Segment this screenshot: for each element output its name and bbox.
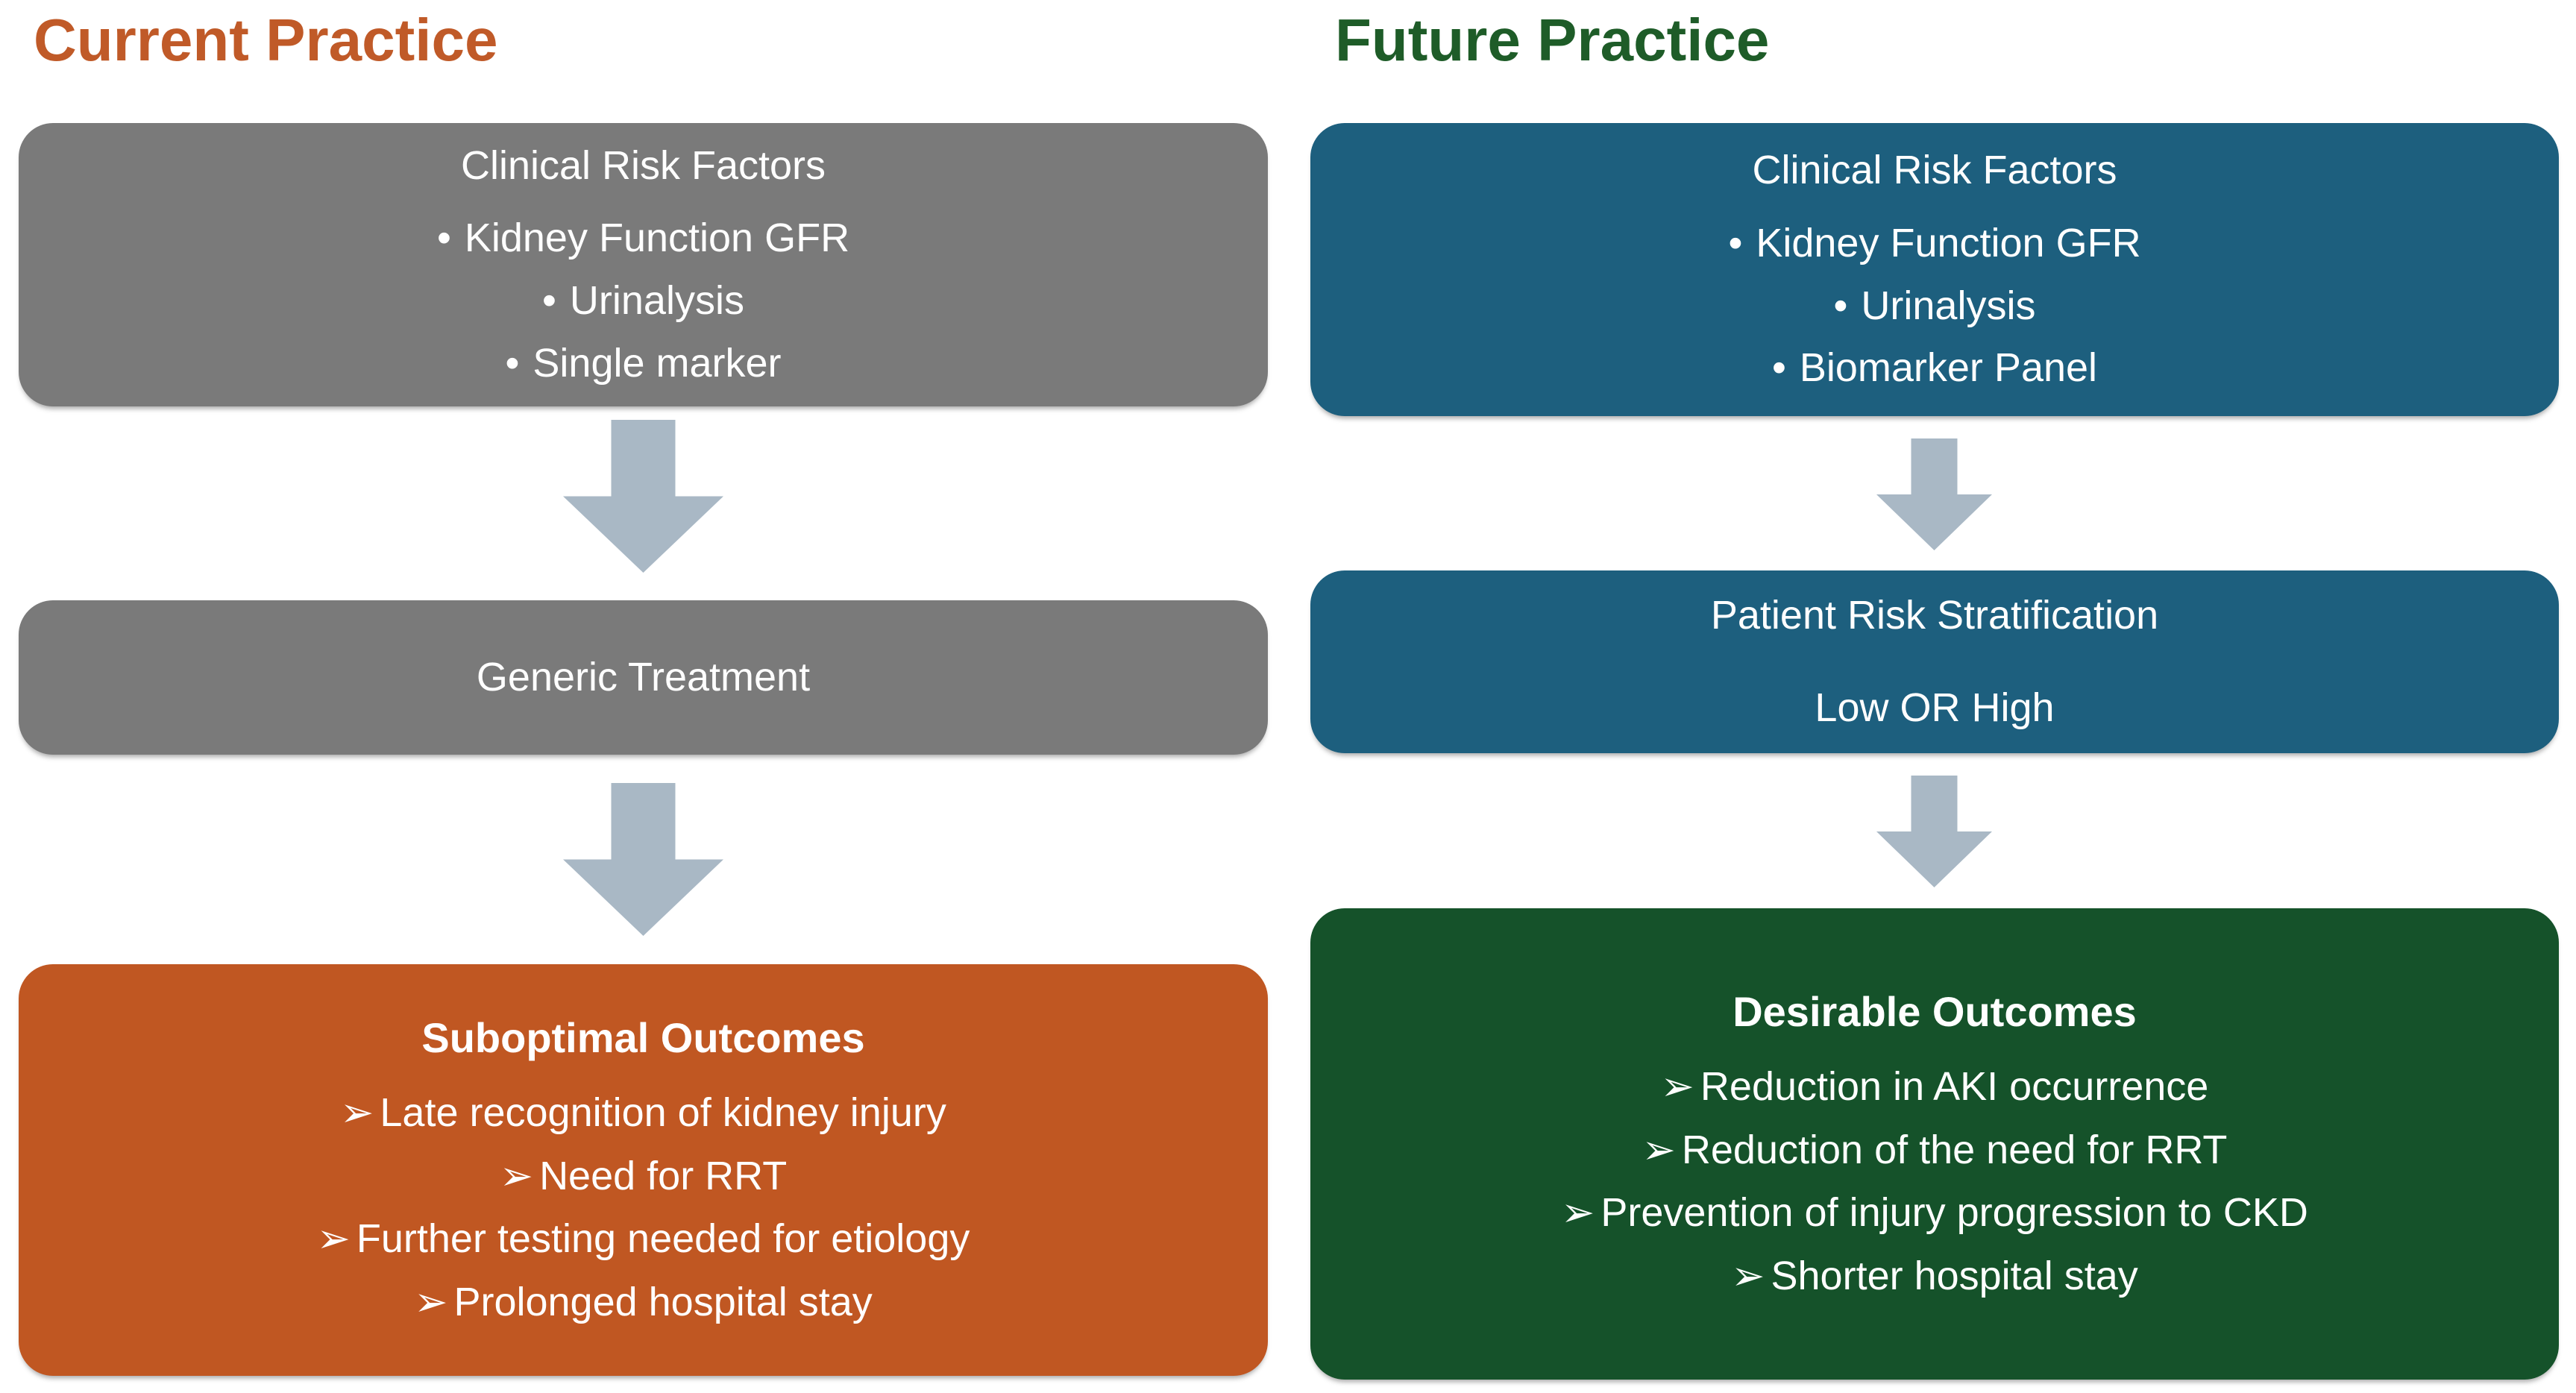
box-heading: Desirable Outcomes — [1732, 988, 2137, 1036]
bullet-dot-icon: • — [1728, 220, 1743, 265]
current-practice-title: Current Practice — [34, 7, 498, 73]
arrowhead-bullet-icon: ➢ — [414, 1278, 448, 1326]
down-arrow-shape — [563, 783, 723, 936]
list-item-label: Late recognition of kidney injury — [380, 1090, 946, 1136]
box-heading: Clinical Risk Factors — [1752, 148, 2117, 193]
list-item: • Biomarker Panel — [1772, 337, 2097, 400]
list-item-label: Reduction in AKI occurrence — [1700, 1064, 2209, 1110]
list-item-label: Biomarker Panel — [1799, 345, 2098, 391]
list-item-label: Need for RRT — [539, 1153, 788, 1198]
list-item-label: Urinalysis — [569, 278, 744, 323]
list-item: • Urinalysis — [542, 270, 744, 333]
future-clinical-risk-factors-box: Clinical Risk Factors • Kidney Function G… — [1310, 123, 2559, 416]
list-item-label: Prolonged hospital stay — [453, 1280, 873, 1325]
list-item: ➢Late recognition of kidney injury — [340, 1081, 946, 1145]
list-item-label: Prevention of injury progression to CKD — [1600, 1190, 2308, 1236]
list-item: • Urinalysis — [1834, 275, 2036, 338]
down-arrow-icon — [1876, 438, 1992, 550]
arrowhead-bullet-icon: ➢ — [1731, 1252, 1765, 1300]
arrowhead-bullet-icon: ➢ — [1561, 1189, 1595, 1236]
list-item: ➢Shorter hospital stay — [1731, 1245, 2138, 1308]
down-arrow-icon — [563, 783, 723, 936]
down-arrow-icon — [563, 420, 723, 573]
arrowhead-bullet-icon: ➢ — [340, 1089, 374, 1136]
list-item: ➢Need for RRT — [500, 1145, 787, 1208]
down-arrow-shape — [563, 420, 723, 573]
box-label: Generic Treatment — [476, 654, 811, 699]
list-item-label: Kidney Function GFR — [464, 216, 850, 261]
arrowhead-bullet-icon: ➢ — [499, 1151, 534, 1199]
list-item: ➢Prolonged hospital stay — [414, 1271, 873, 1334]
list-item: ➢Prevention of injury progression to CKD — [1561, 1181, 2308, 1245]
desirable-outcomes-box: Desirable Outcomes ➢Reduction in AKI occ… — [1310, 908, 2559, 1380]
bullet-dot-icon: • — [1771, 345, 1786, 391]
down-arrow-shape — [1876, 776, 1992, 887]
box-heading: Suboptimal Outcomes — [421, 1014, 865, 1062]
box-label: Low OR High — [1815, 685, 2055, 730]
bullet-dot-icon: • — [505, 340, 520, 386]
down-arrow-shape — [1876, 438, 1992, 550]
box-label-group: Patient Risk Stratification Low OR High — [1711, 585, 2158, 739]
generic-treatment-box: Generic Treatment — [19, 600, 1268, 755]
current-clinical-risk-factors-box: Clinical Risk Factors • Kidney Function G… — [19, 123, 1268, 406]
arrowhead-bullet-icon: ➢ — [1642, 1125, 1676, 1173]
list-item: • Single marker — [505, 333, 781, 395]
list-item: ➢Further testing needed for etiology — [317, 1207, 970, 1271]
future-practice-title: Future Practice — [1335, 7, 1770, 73]
box-heading: Clinical Risk Factors — [460, 142, 826, 188]
suboptimal-outcomes-box: Suboptimal Outcomes ➢Late recognition of… — [19, 964, 1268, 1376]
list-item: ➢Reduction in AKI occurrence — [1661, 1055, 2209, 1119]
bullet-dot-icon: • — [1833, 283, 1848, 328]
list-item: • Kidney Function GFR — [437, 207, 849, 270]
list-item-label: Reduction of the need for RRT — [1681, 1127, 2228, 1172]
bullet-dot-icon: • — [542, 278, 556, 323]
bullet-dot-icon: • — [436, 216, 451, 261]
list-item-label: Shorter hospital stay — [1771, 1254, 2138, 1299]
list-item-label: Urinalysis — [1861, 283, 2036, 328]
down-arrow-icon — [1876, 776, 1992, 887]
arrowhead-bullet-icon: ➢ — [316, 1215, 351, 1262]
box-label: Patient Risk Stratification — [1710, 592, 2159, 638]
list-item: • Kidney Function GFR — [1728, 213, 2140, 275]
list-item-label: Single marker — [533, 340, 782, 386]
list-item-label: Kidney Function GFR — [1756, 220, 2141, 265]
patient-risk-stratification-box: Patient Risk Stratification Low OR High — [1310, 570, 2559, 753]
list-item-label: Further testing needed for etiology — [356, 1216, 970, 1262]
arrowhead-bullet-icon: ➢ — [1660, 1063, 1694, 1110]
list-item: ➢Reduction of the need for RRT — [1642, 1119, 2228, 1182]
